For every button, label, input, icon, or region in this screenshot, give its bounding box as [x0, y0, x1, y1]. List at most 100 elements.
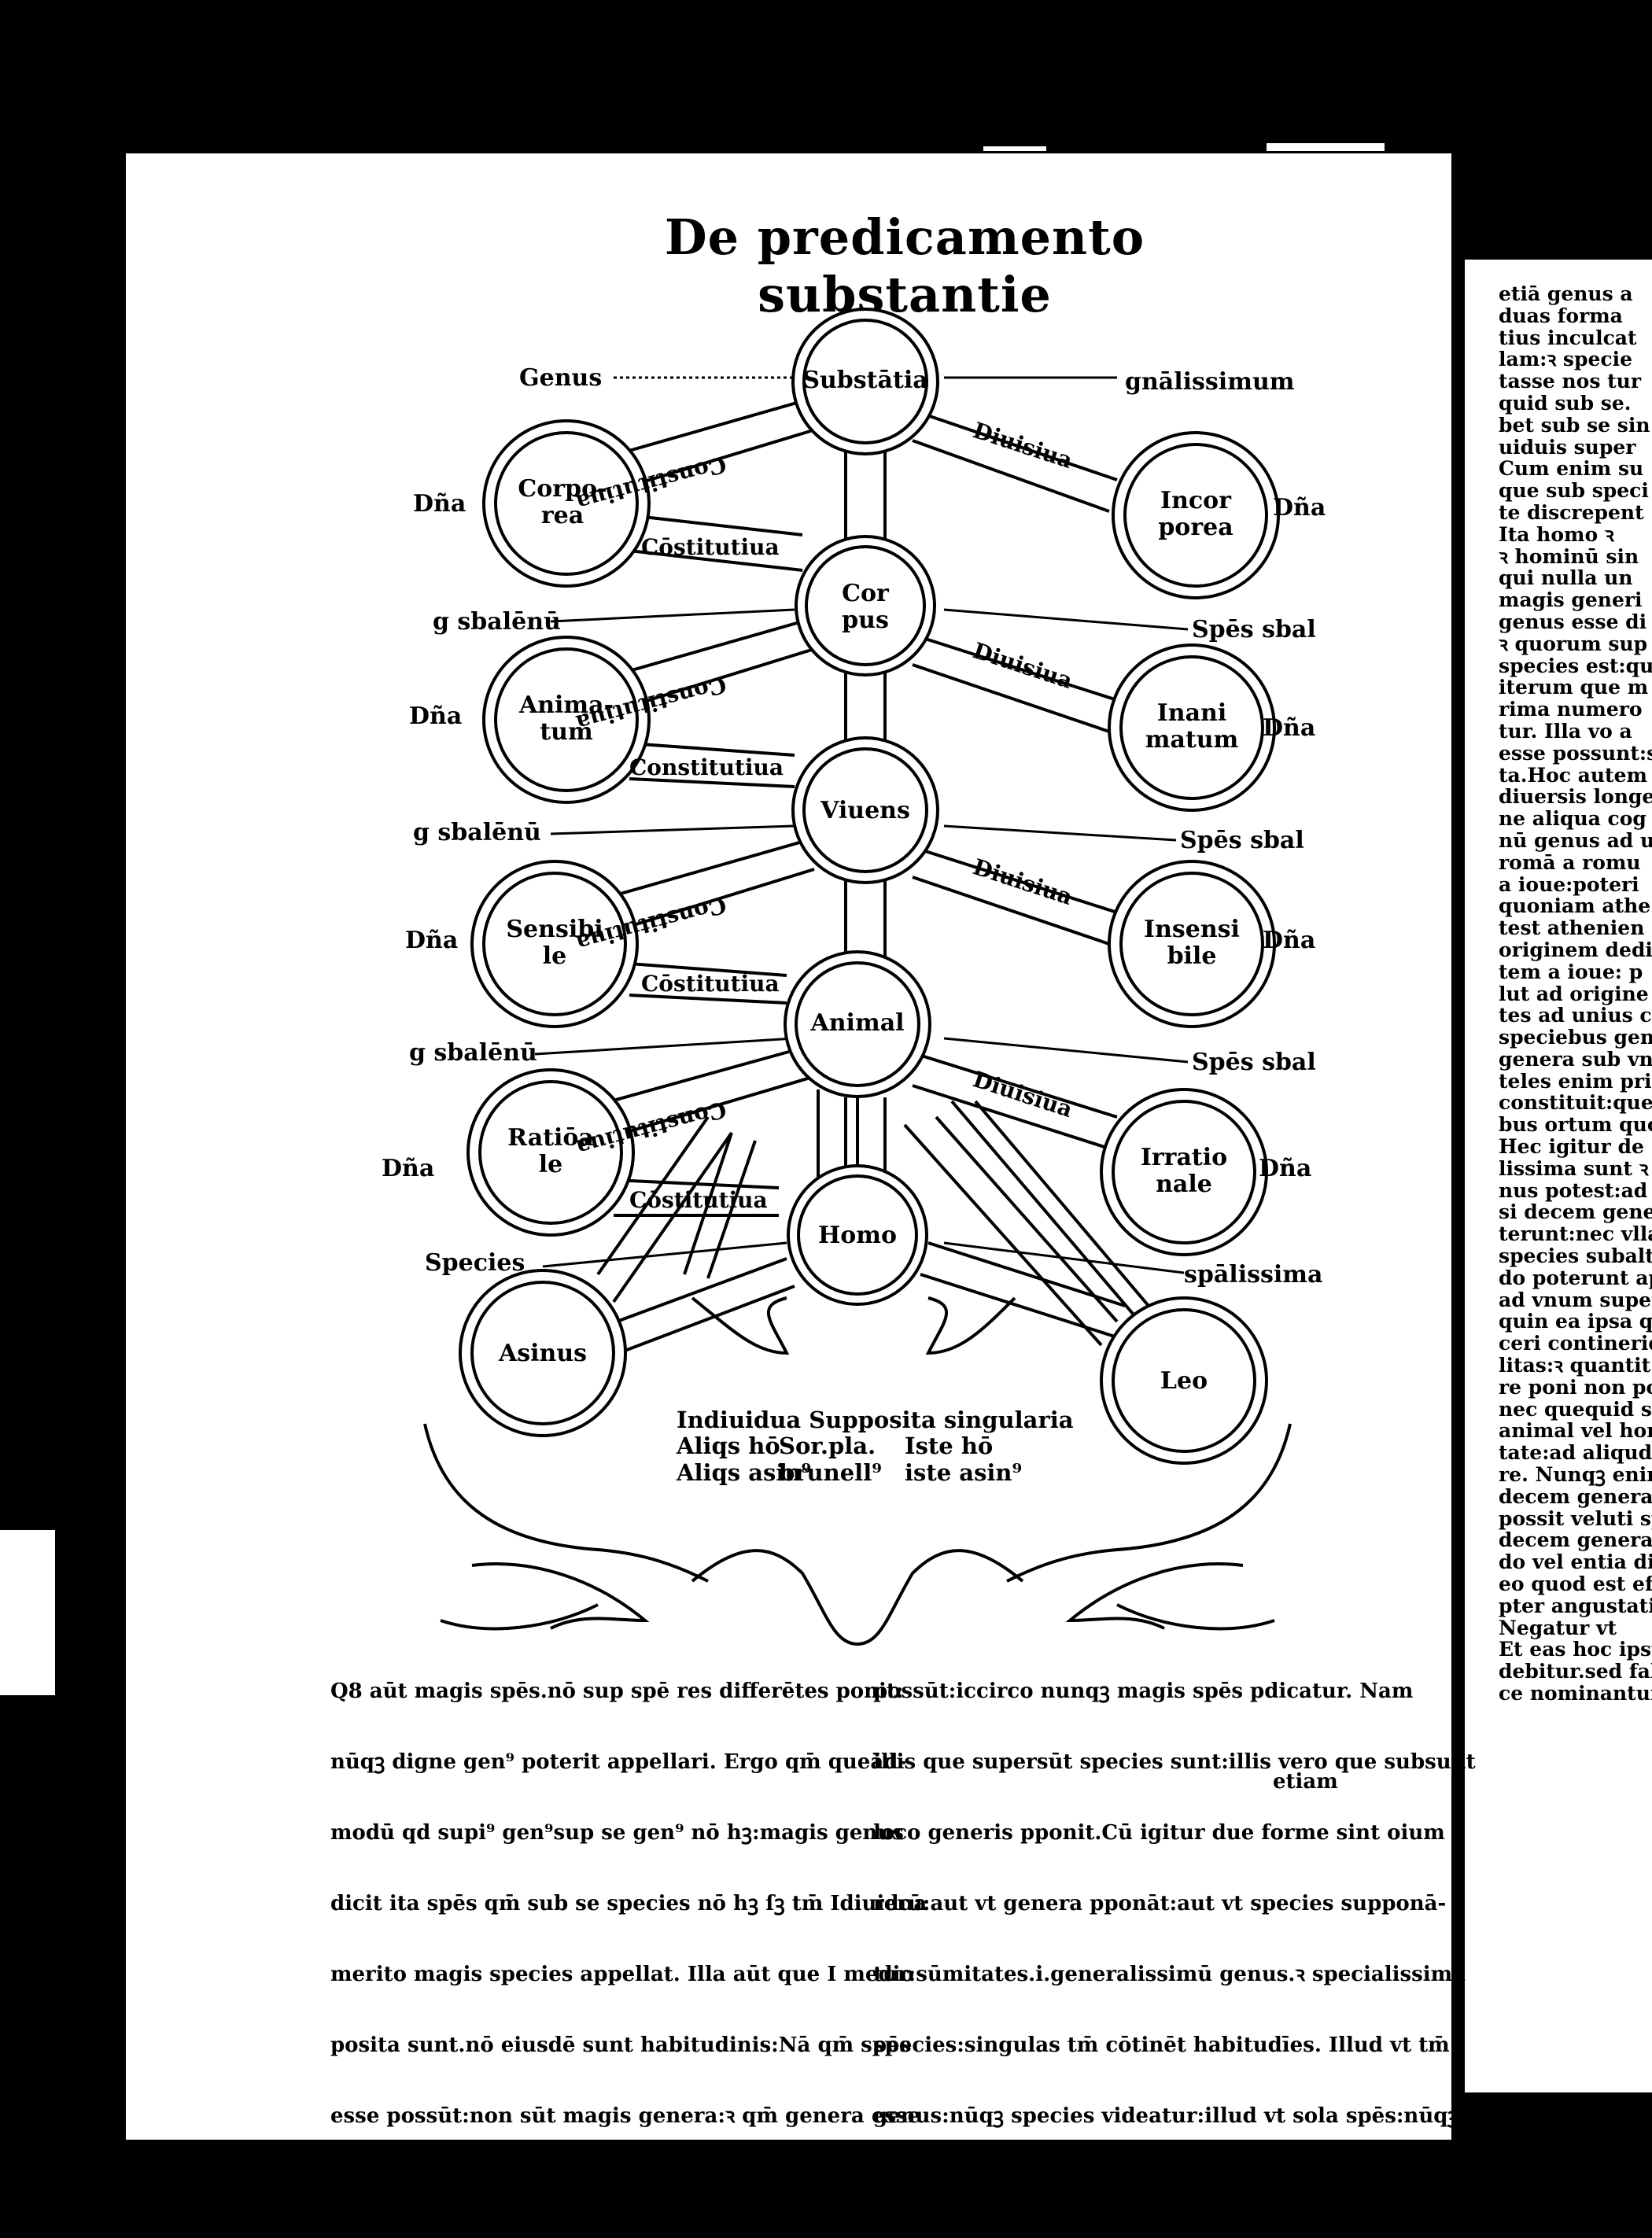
- node-vivens: [791, 736, 939, 884]
- label-differentia: Dña: [413, 490, 466, 518]
- label-species-subalterna: Spēs sbal: [1180, 827, 1304, 854]
- node-leo: [1100, 1296, 1268, 1465]
- text-line: re. Nunqꝫ enim: [1499, 1463, 1652, 1487]
- text-line: nū genus ad u: [1499, 828, 1652, 852]
- text-line: Et eas hoc ipsu: [1499, 1638, 1652, 1661]
- text-line: animal vel hom: [1499, 1419, 1652, 1443]
- text-column-left: Q8 aūt magis spēs.nō sup spē res differē…: [330, 1632, 927, 2151]
- text-line: a ioue:poteri: [1499, 872, 1639, 896]
- individua-sortes-plato: Sor.pla.: [779, 1432, 876, 1459]
- text-line: modū qd supi⁹ gen⁹sup se gen⁹ nō hꝫ:magi…: [330, 1821, 904, 1845]
- text-line: si decem gene: [1499, 1200, 1652, 1224]
- individua-text: Indiuidua Supposita singularia Aliqs hō …: [676, 1407, 1074, 1486]
- text-line: dicit ita spēs qm̄ sub se species nō hꝫ …: [330, 1892, 927, 1915]
- text-line: ta.Hoc autem: [1499, 763, 1647, 787]
- text-line: quid sub se.: [1499, 391, 1632, 415]
- label-genus: Genus: [519, 364, 602, 392]
- text-line: loco generis pponit.Cū igitur due forme …: [873, 1821, 1445, 1845]
- text-line: genus:nūqꝫ species videatur:illud vt sol…: [873, 2104, 1458, 2128]
- text-line: debitur.sed fals: [1499, 1660, 1652, 1683]
- node-label-animal: Animal: [809, 1009, 904, 1037]
- individua-brunellus: brunell⁹: [779, 1459, 882, 1486]
- text-line: tur:sūmitates.i.generalissimū genus.ꝛ sp…: [873, 1963, 1466, 1986]
- label-diuisiua: Diuisiua: [970, 637, 1076, 694]
- text-line: rima numero: [1499, 698, 1643, 721]
- text-line: posita sunt.nō eiusdē sunt habitudinis:N…: [330, 2033, 912, 2057]
- text-line: bus ortum quo: [1499, 1113, 1652, 1137]
- page-edge-smudge: [1267, 143, 1385, 151]
- text-line: esse possunt:s: [1499, 741, 1652, 765]
- left-margin-object: [0, 1530, 55, 1695]
- text-line: terunt:nec vlla: [1499, 1222, 1652, 1246]
- label-species-subalterna: Spēs sbal: [1192, 616, 1316, 643]
- text-line: constituit:que: [1499, 1091, 1652, 1115]
- text-line: illis que supersūt species sunt:illis ve…: [873, 1750, 1476, 1774]
- label-differentia: Dña: [382, 1155, 434, 1182]
- text-line: genera sub vn: [1499, 1047, 1652, 1071]
- text-line: esse possūt:non sūt magis genera:ꝛ qm̄ g…: [330, 2104, 921, 2128]
- node-substantia: [791, 308, 939, 455]
- right-page: [1465, 260, 1652, 2092]
- text-line: Cum enim su: [1499, 457, 1644, 481]
- text-line: ce nominantur:: [1499, 1682, 1652, 1705]
- node-insensibile: [1108, 860, 1276, 1028]
- node-label-substantia: Substātia: [802, 367, 927, 394]
- text-line: lam:ꝛ specie: [1499, 348, 1633, 371]
- label-differentia: Dña: [1259, 1155, 1311, 1182]
- node-label-homo: Homo: [818, 1222, 897, 1249]
- side-labels: Genus gnālissimum Dña Dña g sbalēnū Spēs…: [382, 364, 1326, 1289]
- text-line: teles enim pri: [1499, 1069, 1652, 1093]
- text-line: ꝛ hominū sin: [1499, 544, 1639, 568]
- individua-aliquis-homo: Aliqs hō: [676, 1432, 780, 1459]
- text-line: pter angustatio: [1499, 1594, 1652, 1617]
- label-differentia: Dña: [1273, 494, 1326, 522]
- text-line: Ita homo ꝛ: [1499, 522, 1614, 546]
- text-line: quin ea ipsa q: [1499, 1310, 1652, 1333]
- text-line: tur. Illa vo a: [1499, 719, 1632, 743]
- label-constitutiua: Cōstitutiua: [641, 971, 780, 997]
- text-line: iterum que m: [1499, 676, 1649, 699]
- node-circles: [459, 308, 1280, 1465]
- text-line: romā a romu: [1499, 850, 1641, 874]
- text-line: originem dedi: [1499, 938, 1652, 961]
- text-line: decem genera:: [1499, 1528, 1652, 1552]
- node-label-vivens: Viuens: [820, 797, 910, 824]
- text-line: test athenien: [1499, 916, 1645, 940]
- text-line: lut ad origine: [1499, 982, 1649, 1005]
- text-line: lissima sunt ꝛ: [1499, 1156, 1649, 1180]
- node-label-asinus: Asinus: [498, 1340, 587, 1367]
- node-inanimatum: [1108, 643, 1276, 812]
- text-line: nus potest:ad: [1499, 1178, 1648, 1202]
- guide-lines: [534, 376, 1189, 1274]
- text-line: tes ad unius c: [1499, 1004, 1652, 1027]
- text-line: merito magis species appellat. Illa aūt …: [330, 1963, 914, 1986]
- text-line: genus esse di: [1499, 610, 1647, 633]
- node-asinus: [459, 1269, 627, 1437]
- text-line: possūt:iccirco nunqꝫ magis spēs pdicatur…: [873, 1679, 1414, 1703]
- label-genus-subalternum: g sbalēnū: [433, 608, 561, 636]
- text-line: tasse nos tur: [1499, 370, 1642, 393]
- text-line: ne aliqua cog: [1499, 807, 1646, 831]
- node-label-leo: Leo: [1160, 1367, 1208, 1395]
- individua-aliquis-asinus: Aliqs asin⁹: [676, 1459, 811, 1486]
- node-label-animatum: Anima-tum: [518, 691, 614, 746]
- text-line: tate:ad aliqud: [1499, 1441, 1652, 1465]
- text-line: do poterunt ap: [1499, 1266, 1652, 1289]
- label-diuisiua: Diuisiua: [970, 417, 1076, 474]
- text-line: species:singulas tm̄ cōtinēt habitudīes.…: [873, 2033, 1450, 2057]
- text-line: te discrepent: [1499, 500, 1644, 524]
- node-animatum: [482, 636, 651, 804]
- page-edge-smudge: [983, 146, 1046, 151]
- text-line: ceri contineriq: [1499, 1332, 1652, 1355]
- text-line: do vel entia di: [1499, 1550, 1652, 1574]
- label-generalissimum: gnālissimum: [1125, 368, 1295, 396]
- node-irrationale: [1100, 1088, 1268, 1256]
- text-line: nec quequid su: [1499, 1397, 1652, 1421]
